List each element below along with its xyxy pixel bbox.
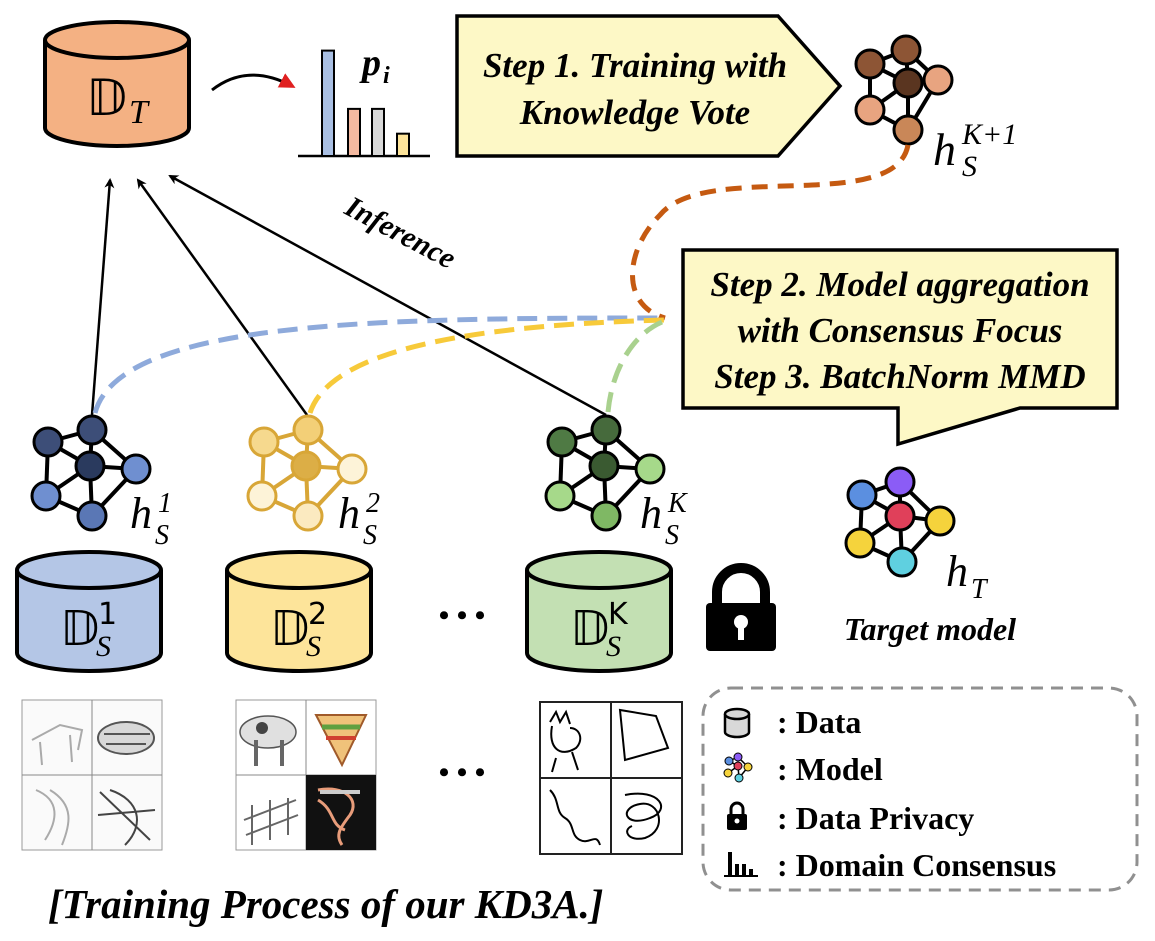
lock-icon <box>706 563 776 651</box>
ellipsis-data: • • • <box>439 599 486 632</box>
domain-k-sample-images <box>539 701 683 855</box>
step1-box: Step 1. Training with Knowledge Vote <box>455 14 843 158</box>
source-model-2-network <box>246 414 368 532</box>
model-next-network <box>854 34 954 146</box>
red-arrow <box>211 73 296 92</box>
step2-line1: Step 2. Model aggregation <box>710 265 1089 304</box>
step2-box: Step 2. Model aggregation with Consensus… <box>681 248 1119 447</box>
target-model-network <box>844 466 956 578</box>
inference-arrow-k <box>168 174 607 417</box>
target-model-caption: Target model <box>844 611 1016 647</box>
prob-bar-1 <box>321 49 335 157</box>
target-data-label: 𝔻T <box>86 69 150 131</box>
probability-bars: pi <box>298 42 430 158</box>
step1-line1: Step 1. Training with <box>483 46 787 85</box>
domain-1-sample-images <box>21 699 163 851</box>
legend-data-label: : Data <box>777 704 861 740</box>
source-data-2-cylinder: 𝔻S2 <box>225 550 373 673</box>
source-data-2-label: 𝔻S2 <box>270 597 327 663</box>
model-icon <box>723 752 753 783</box>
source-data-1-label: 𝔻S1 <box>60 597 117 663</box>
data-icon <box>723 707 751 739</box>
blue-dashed-path <box>92 315 666 414</box>
source-data-k-label: 𝔻SK <box>570 597 629 663</box>
orange-dashed-path <box>630 144 911 321</box>
prob-bar-4 <box>396 132 410 157</box>
inference-arrow-2 <box>136 178 309 416</box>
bar-chart-icon <box>724 852 758 877</box>
prob-bar-2 <box>347 107 361 157</box>
legend-lock-icon <box>727 801 747 830</box>
legend-model-label: : Model <box>777 751 883 787</box>
prob-bar-3 <box>371 107 385 157</box>
yellow-dashed-path <box>307 317 666 414</box>
source-data-k-cylinder: 𝔻SK <box>525 550 673 673</box>
ellipsis-images: • • • <box>439 756 486 789</box>
source-data-1-cylinder: 𝔻S1 <box>15 550 163 673</box>
prob-label: pi <box>359 42 390 89</box>
step3-line: Step 3. BatchNorm MMD <box>714 357 1085 396</box>
target-data-cylinder: 𝔻T <box>43 20 191 148</box>
source-model-k-network <box>544 414 666 532</box>
inference-arrow-1 <box>90 178 115 416</box>
figure-caption: [Training Process of our KD3A.] <box>48 881 603 927</box>
legend: : Data : Model : Data Privacy <box>701 686 1139 892</box>
step1-line2: Knowledge Vote <box>519 93 750 132</box>
green-dashed-path <box>605 319 664 413</box>
step2-line2: with Consensus Focus <box>738 311 1063 350</box>
legend-privacy-label: : Data Privacy <box>777 800 974 836</box>
source-model-1-network <box>30 414 152 532</box>
inference-label: Inference <box>339 190 461 276</box>
legend-consensus-label: : Domain Consensus <box>777 847 1056 883</box>
domain-2-sample-images <box>235 699 377 851</box>
